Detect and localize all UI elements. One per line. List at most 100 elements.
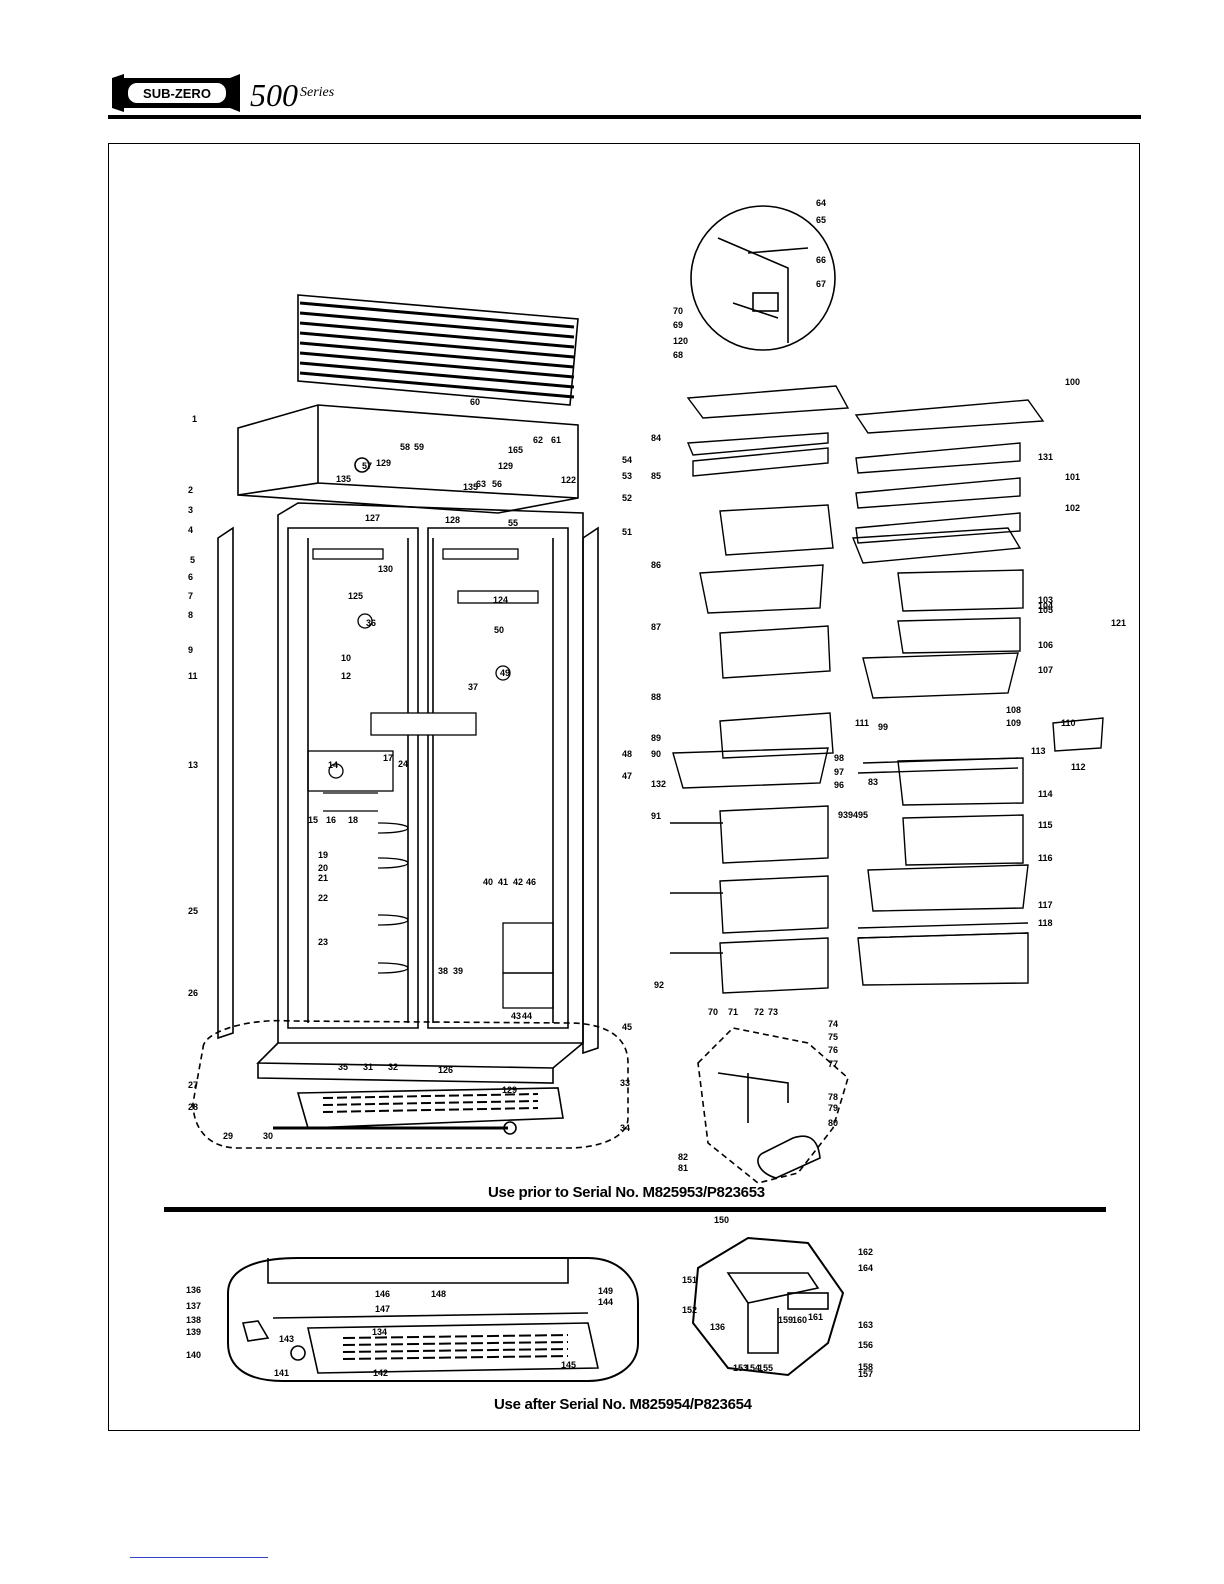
svg-text:68: 68 xyxy=(673,350,683,360)
svg-text:15: 15 xyxy=(308,815,318,825)
shelves-right xyxy=(670,385,850,994)
svg-text:143: 143 xyxy=(279,1334,294,1344)
svg-text:106: 106 xyxy=(1038,640,1053,650)
svg-text:93: 93 xyxy=(838,810,848,820)
svg-text:157: 157 xyxy=(858,1369,873,1379)
svg-text:110: 110 xyxy=(1061,718,1076,728)
svg-text:164: 164 xyxy=(858,1263,873,1273)
svg-text:97: 97 xyxy=(834,767,844,777)
svg-text:149: 149 xyxy=(598,1286,613,1296)
svg-text:165: 165 xyxy=(508,445,523,455)
svg-text:108: 108 xyxy=(1006,705,1021,715)
svg-text:28: 28 xyxy=(188,1102,198,1112)
base-area-top xyxy=(192,1019,629,1149)
svg-text:135: 135 xyxy=(336,474,351,484)
canopy-box xyxy=(237,404,579,514)
svg-text:151: 151 xyxy=(682,1275,697,1285)
svg-text:85: 85 xyxy=(651,471,661,481)
svg-text:121: 121 xyxy=(1111,618,1126,628)
svg-text:45: 45 xyxy=(622,1022,632,1032)
svg-text:5: 5 xyxy=(190,555,195,565)
footer-link-underline[interactable] xyxy=(130,1557,268,1558)
svg-text:137: 137 xyxy=(186,1301,201,1311)
svg-text:129: 129 xyxy=(502,1085,517,1095)
svg-text:112: 112 xyxy=(1071,762,1086,772)
section-separator xyxy=(164,1207,1106,1212)
svg-text:148: 148 xyxy=(431,1289,446,1299)
svg-text:33: 33 xyxy=(620,1078,630,1088)
svg-text:56: 56 xyxy=(492,479,502,489)
svg-text:14: 14 xyxy=(328,760,338,770)
caption-prior-serial: Use prior to Serial No. M825953/P823653 xyxy=(488,1184,765,1201)
svg-text:51: 51 xyxy=(622,527,632,537)
svg-text:13: 13 xyxy=(188,760,198,770)
caption-after-serial: Use after Serial No. M825954/P823654 xyxy=(494,1396,752,1413)
svg-text:8: 8 xyxy=(188,610,193,620)
svg-text:16: 16 xyxy=(326,815,336,825)
svg-text:70: 70 xyxy=(708,1007,718,1017)
svg-text:101: 101 xyxy=(1065,472,1080,482)
svg-text:90: 90 xyxy=(651,749,661,759)
svg-text:124: 124 xyxy=(493,595,508,605)
svg-text:76: 76 xyxy=(828,1045,838,1055)
svg-text:48: 48 xyxy=(622,749,632,759)
svg-text:77: 77 xyxy=(828,1059,838,1069)
svg-text:117: 117 xyxy=(1038,900,1053,910)
svg-text:136: 136 xyxy=(186,1285,201,1295)
base-area-bottom xyxy=(227,1257,639,1382)
svg-text:114: 114 xyxy=(1038,789,1053,799)
svg-text:59: 59 xyxy=(414,442,424,452)
svg-text:95: 95 xyxy=(858,810,868,820)
svg-text:47: 47 xyxy=(622,771,632,781)
svg-text:60: 60 xyxy=(470,397,480,407)
shelves-far-right xyxy=(851,399,1104,986)
svg-text:135: 135 xyxy=(463,482,478,492)
svg-text:142: 142 xyxy=(373,1368,388,1378)
svg-text:70: 70 xyxy=(673,306,683,316)
svg-text:52: 52 xyxy=(622,493,632,503)
svg-text:120: 120 xyxy=(673,336,688,346)
svg-text:61: 61 xyxy=(551,435,561,445)
svg-text:64: 64 xyxy=(816,198,826,208)
svg-text:141: 141 xyxy=(274,1368,289,1378)
svg-text:55: 55 xyxy=(508,518,518,528)
svg-text:32: 32 xyxy=(388,1062,398,1072)
svg-text:81: 81 xyxy=(678,1163,688,1173)
svg-text:115: 115 xyxy=(1038,820,1053,830)
svg-text:10: 10 xyxy=(341,653,351,663)
svg-text:27: 27 xyxy=(188,1080,198,1090)
svg-text:144: 144 xyxy=(598,1297,613,1307)
svg-text:36: 36 xyxy=(366,618,376,628)
svg-text:53: 53 xyxy=(622,471,632,481)
svg-text:125: 125 xyxy=(348,591,363,601)
svg-text:94: 94 xyxy=(848,810,858,820)
svg-text:86: 86 xyxy=(651,560,661,570)
svg-text:96: 96 xyxy=(834,780,844,790)
svg-text:116: 116 xyxy=(1038,853,1053,863)
svg-text:156: 156 xyxy=(858,1340,873,1350)
svg-text:138: 138 xyxy=(186,1315,201,1325)
svg-text:65: 65 xyxy=(816,215,826,225)
svg-text:72: 72 xyxy=(754,1007,764,1017)
svg-text:103: 103 xyxy=(1038,595,1053,605)
svg-text:130: 130 xyxy=(378,564,393,574)
svg-text:155: 155 xyxy=(758,1363,773,1373)
svg-text:134: 134 xyxy=(372,1327,387,1337)
svg-text:50: 50 xyxy=(494,625,504,635)
top-grille xyxy=(297,294,579,406)
svg-text:82: 82 xyxy=(678,1152,688,1162)
svg-text:40: 40 xyxy=(483,877,493,887)
svg-text:105: 105 xyxy=(1038,605,1053,615)
series-number: 500 xyxy=(250,77,298,113)
svg-text:73: 73 xyxy=(768,1007,778,1017)
svg-text:74: 74 xyxy=(828,1019,838,1029)
hinge-detail-bottom xyxy=(691,1236,845,1377)
svg-text:139: 139 xyxy=(186,1327,201,1337)
svg-text:159: 159 xyxy=(778,1315,793,1325)
svg-text:158: 158 xyxy=(858,1362,873,1372)
svg-text:58: 58 xyxy=(400,442,410,452)
svg-text:3: 3 xyxy=(188,505,193,515)
svg-text:25: 25 xyxy=(188,906,198,916)
svg-text:19: 19 xyxy=(318,850,328,860)
svg-text:98: 98 xyxy=(834,753,844,763)
